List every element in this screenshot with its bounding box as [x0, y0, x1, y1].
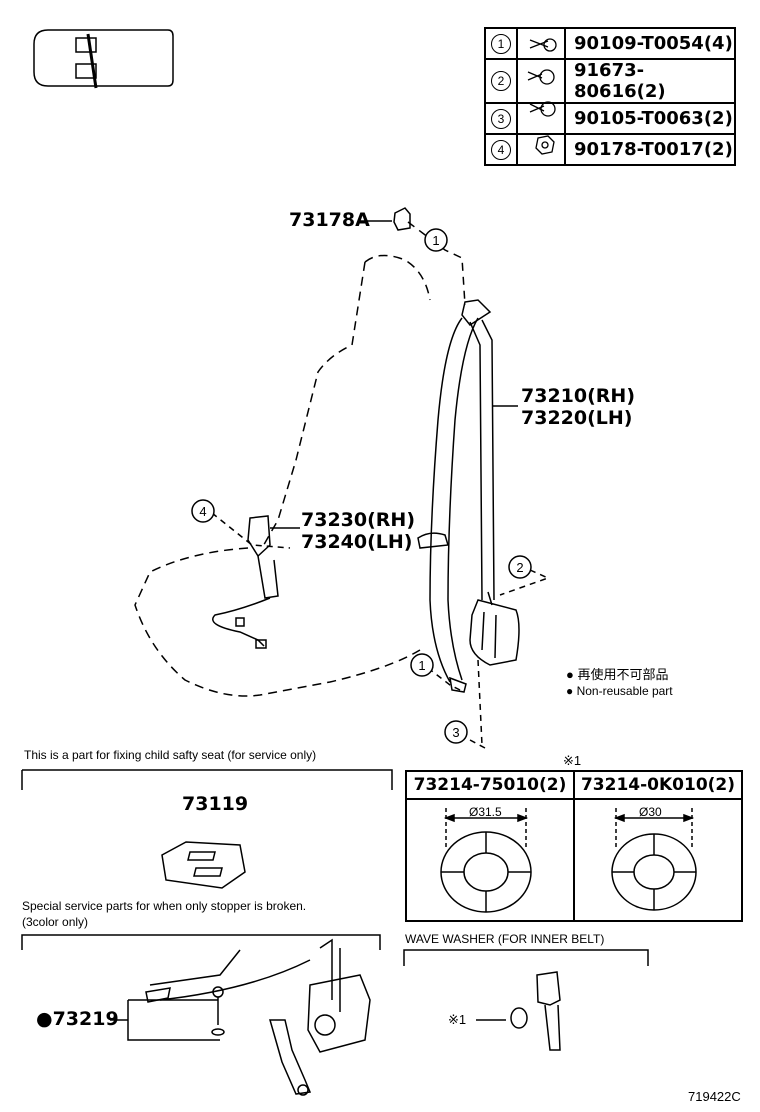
fastener-table: 1 90109-T0054(4) 2 91673-80616(2) 3 9010… — [484, 27, 736, 166]
row-number: 4 — [491, 139, 511, 160]
row-number: 2 — [491, 71, 511, 91]
seat-outline — [134, 254, 431, 697]
fastener-row: 3 90105-T0063(2) — [484, 102, 736, 135]
fastener-row: 1 90109-T0054(4) — [484, 27, 736, 60]
callout-1-lower — [410, 653, 434, 677]
legend-non-reusable-en: ● Non-reusable part — [566, 684, 673, 698]
washer-cell-2: Ø30 — [573, 798, 743, 922]
child-seat-bracket — [21, 769, 393, 889]
wave-washer-section — [403, 949, 649, 1051]
note-child-seat: This is a part for fixing child safty se… — [24, 748, 317, 762]
washer-dia-1: Ø31.5 — [469, 805, 502, 819]
note-wave-washer: WAVE WASHER (FOR INNER BELT) — [405, 932, 605, 946]
label-73219: ●73219 — [36, 1008, 119, 1030]
screw-icon-cell — [516, 102, 566, 135]
retractor — [469, 591, 520, 666]
callout-3-text: 3 — [452, 725, 459, 740]
stopper-assembly — [21, 934, 381, 1096]
part-number: 90178-T0017(2) — [564, 133, 736, 166]
callout-1-upper-text: 1 — [432, 233, 439, 248]
callout-1-lower-text: 1 — [418, 658, 425, 673]
washer-table: 73214-75010(2) 73214-0K010(2) Ø31.5 Ø30 — [405, 770, 743, 922]
note-stopper-2: (3color only) — [22, 915, 89, 929]
outer-belt-webbing — [417, 317, 495, 693]
label-73240: 73240(LH) — [301, 531, 413, 553]
nut-icon-cell — [516, 133, 566, 166]
anchor-connector — [407, 221, 466, 306]
lower-anchor-connector — [427, 667, 461, 691]
illustration-id: 719422C — [688, 1089, 741, 1104]
row-number: 3 — [491, 108, 511, 129]
label-73119: 73119 — [182, 793, 249, 815]
vehicle-locator-icon — [33, 29, 174, 89]
ref-mark-header: ※1 — [563, 753, 582, 768]
label-73178a: 73178A — [289, 209, 370, 231]
note-stopper-1: Special service parts for when only stop… — [22, 899, 307, 913]
screw-icon-cell — [516, 58, 566, 104]
callout-4-text: 4 — [199, 504, 206, 519]
label-73230: 73230(RH) — [301, 509, 415, 531]
callout-2 — [508, 555, 532, 579]
washer-dia-2: Ø30 — [639, 805, 662, 819]
retractor-bolt-connector — [469, 659, 486, 749]
label-73220: 73220(LH) — [521, 407, 633, 429]
washer-part-1: 73214-75010(2) — [405, 770, 575, 800]
washer-cell-1: Ø31.5 — [405, 798, 575, 922]
washer-part-2: 73214-0K010(2) — [573, 770, 743, 800]
callout-2-text: 2 — [516, 560, 523, 575]
fastener-row: 2 91673-80616(2) — [484, 58, 736, 104]
callout-1-upper — [424, 228, 448, 252]
legend-non-reusable-jp: ● 再使用不可部品 — [566, 667, 669, 682]
part-number: 90105-T0063(2) — [564, 102, 736, 135]
part-number: 90109-T0054(4) — [564, 27, 736, 60]
row-number: 1 — [491, 33, 511, 54]
label-73210: 73210(RH) — [521, 385, 635, 407]
callout-4 — [191, 499, 215, 523]
bolt-icon-cell — [516, 27, 566, 60]
callout-3 — [444, 720, 468, 744]
fastener-row: 4 90178-T0017(2) — [484, 133, 736, 166]
seat-buckle — [212, 515, 279, 649]
shoulder-anchor — [393, 207, 492, 326]
ref-mark-washer: ※1 — [448, 1012, 467, 1027]
part-number: 91673-80616(2) — [564, 58, 736, 104]
